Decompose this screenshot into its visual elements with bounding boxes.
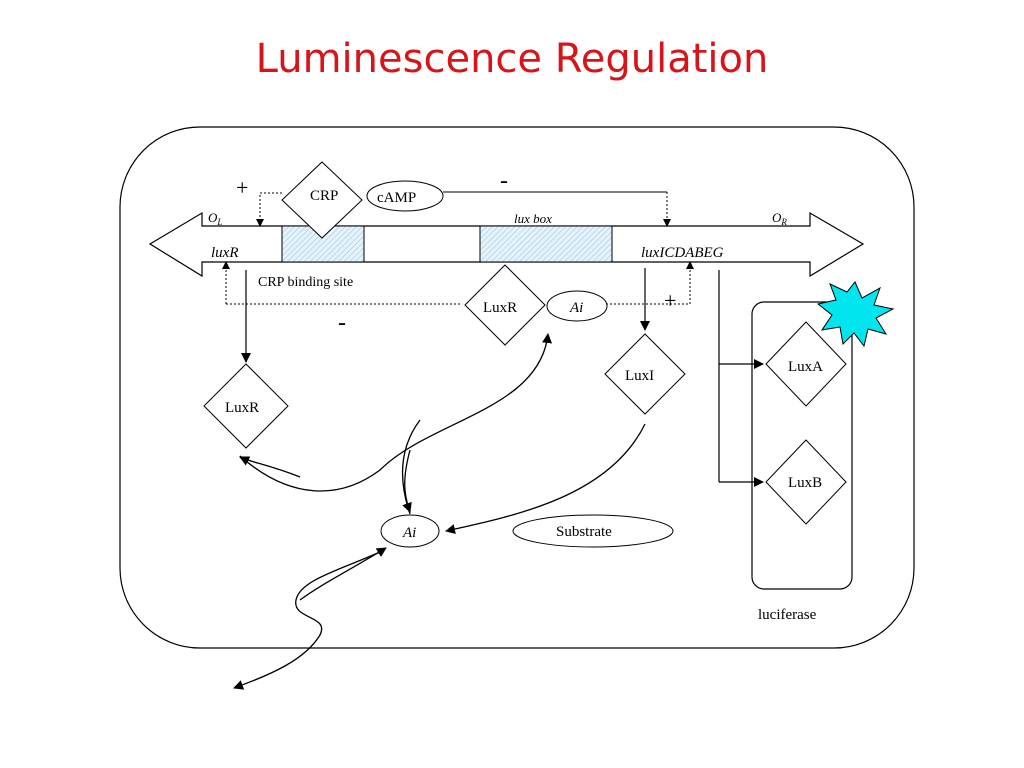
luxr-complex-diamond	[464, 264, 546, 346]
light-emission-star	[816, 281, 895, 348]
luxr-protein-diamond	[203, 363, 289, 449]
plus-sign-right: +	[664, 288, 676, 313]
slide-title: Luminescence Regulation	[255, 36, 769, 82]
luxicdabeg-gene-label: luxICDABEG	[641, 245, 724, 261]
minus-sign-bottom: -	[338, 310, 346, 336]
ai-diffusion-out-arrow	[233, 551, 381, 690]
operator-left-label: OL	[208, 210, 222, 227]
camp-ellipse	[366, 180, 444, 212]
luxr-protein-label: LuxR	[225, 400, 259, 416]
crp-diamond	[281, 161, 363, 239]
crp-activation-arrow	[256, 192, 282, 227]
lux-box-region	[479, 225, 613, 263]
cell-membrane	[119, 126, 915, 649]
camp-label: cAMP	[377, 190, 416, 206]
crp-binding-site-label: CRP binding site	[258, 275, 353, 290]
luxa-label: LuxA	[788, 359, 823, 375]
substrate-label: Substrate	[556, 524, 612, 540]
ai-diffusion-in-arrow	[299, 547, 387, 601]
luciferase-label: luciferase	[758, 607, 817, 623]
ai-complex-ellipse	[546, 290, 608, 322]
luxb-label: LuxB	[788, 475, 822, 491]
lux-box-label: lux box	[514, 211, 552, 226]
luxi-synthesis-arrow	[445, 423, 646, 534]
ai-free-ellipse	[380, 514, 440, 548]
ai-complex-label: Ai	[569, 300, 583, 316]
luxr-gene-label: luxR	[211, 245, 239, 261]
luxa-diamond	[765, 321, 847, 407]
luciferase-box	[751, 301, 853, 590]
plus-sign-left: +	[236, 175, 248, 200]
luxr-complex-label: LuxR	[483, 300, 517, 316]
luxb-diamond	[765, 439, 847, 525]
luxr-to-complex-arrow	[239, 456, 301, 478]
minus-sign-top: -	[500, 168, 508, 194]
crp-label: CRP	[310, 188, 338, 204]
substrate-ellipse	[512, 514, 674, 548]
operator-right-label: OR	[772, 210, 787, 227]
ai-binding-curve	[401, 419, 421, 515]
luxi-label: LuxI	[625, 368, 654, 384]
ai-free-label: Ai	[402, 525, 416, 541]
luxr-ai-binding-arrow	[239, 333, 553, 492]
ai-to-free-arrow	[402, 449, 412, 513]
luxi-diamond	[604, 333, 686, 415]
